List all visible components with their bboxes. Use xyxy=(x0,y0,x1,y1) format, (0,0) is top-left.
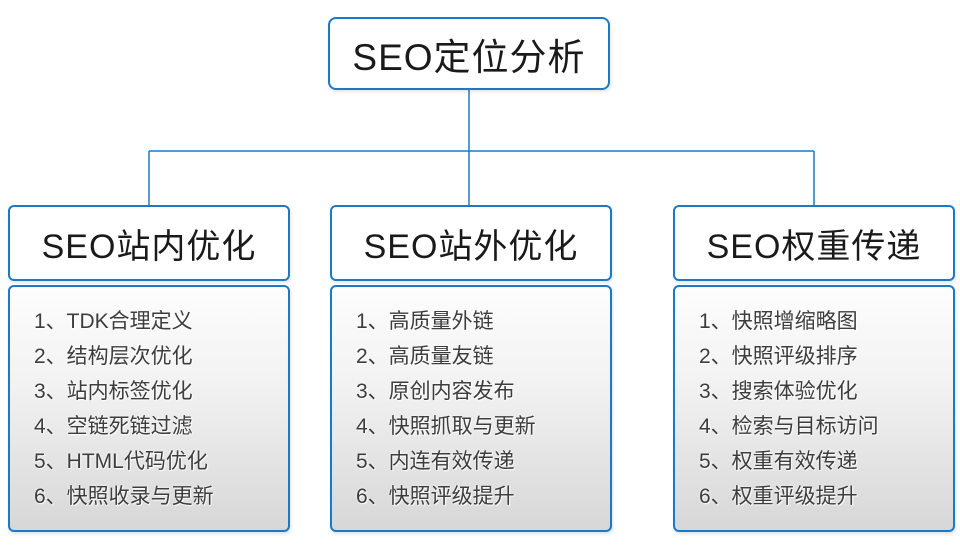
root-node-label: SEO定位分析 xyxy=(352,36,586,78)
branch-header-offsite-label: SEO站外优化 xyxy=(363,227,579,266)
list-item: 3、原创内容发布 xyxy=(356,380,515,403)
branch-list-onsite: 1、TDK合理定义 2、结构层次优化 3、站内标签优化 4、空链死链过滤 5、H… xyxy=(8,285,290,532)
list-item: 4、空链死链过滤 xyxy=(34,415,193,438)
list-item: 2、高质量友链 xyxy=(356,345,494,368)
list-item: 6、快照收录与更新 xyxy=(34,485,214,508)
list-item: 5、HTML代码优化 xyxy=(34,450,208,473)
list-item: 4、检索与目标访问 xyxy=(699,415,879,438)
list-item: 3、站内标签优化 xyxy=(34,380,193,403)
list-item: 1、快照增缩略图 xyxy=(699,310,858,333)
list-item: 5、权重有效传递 xyxy=(699,450,858,473)
branch-header-onsite-label: SEO站内优化 xyxy=(41,227,257,266)
list-item: 2、快照评级排序 xyxy=(699,345,858,368)
list-item: 6、快照评级提升 xyxy=(356,485,515,508)
root-node: SEO定位分析 xyxy=(328,17,610,90)
list-item: 5、内连有效传递 xyxy=(356,450,515,473)
branch-header-weight-label: SEO权重传递 xyxy=(706,227,922,266)
branch-header-offsite: SEO站外优化 xyxy=(330,205,612,281)
branch-list-offsite: 1、高质量外链 2、高质量友链 3、原创内容发布 4、快照抓取与更新 5、内连有… xyxy=(330,285,612,532)
list-item: 6、权重评级提升 xyxy=(699,485,858,508)
list-item: 1、高质量外链 xyxy=(356,310,494,333)
branch-header-weight: SEO权重传递 xyxy=(673,205,955,281)
branch-header-onsite: SEO站内优化 xyxy=(8,205,290,281)
list-item: 2、结构层次优化 xyxy=(34,345,193,368)
list-item: 4、快照抓取与更新 xyxy=(356,415,536,438)
list-item: 1、TDK合理定义 xyxy=(34,310,193,333)
list-item: 3、搜索体验优化 xyxy=(699,380,858,403)
branch-list-weight: 1、快照增缩略图 2、快照评级排序 3、搜索体验优化 4、检索与目标访问 5、权… xyxy=(673,285,955,532)
